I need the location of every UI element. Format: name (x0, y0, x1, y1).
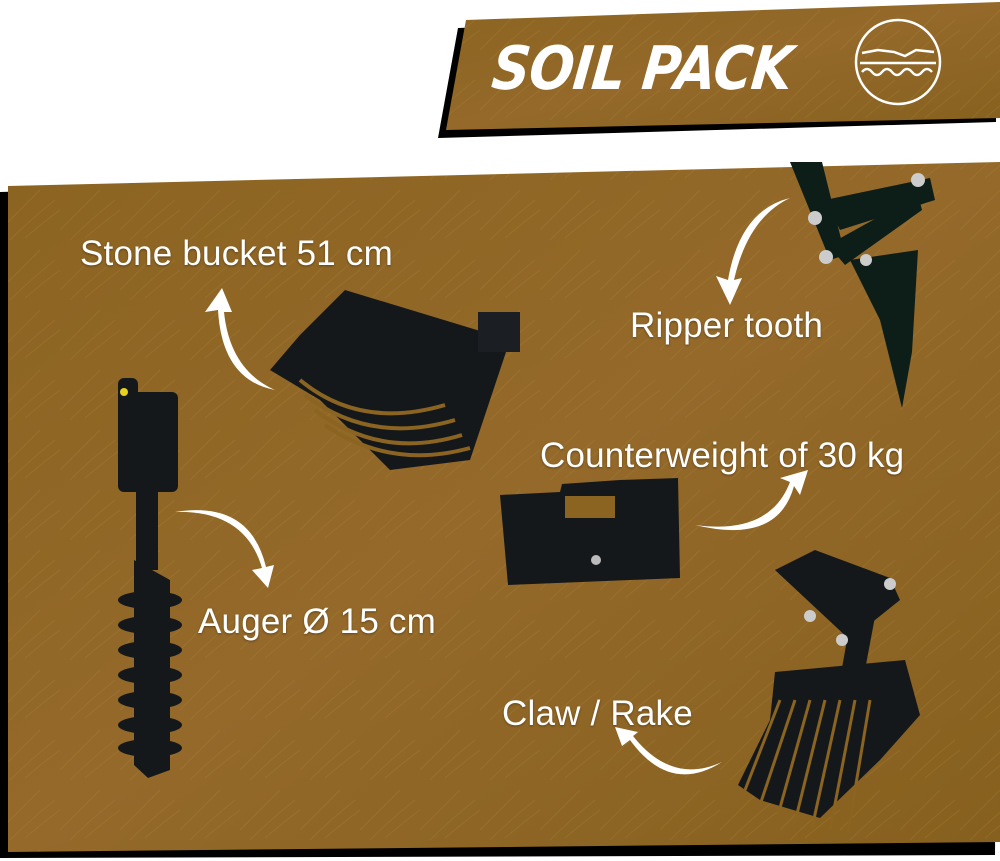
arrow-counterweight (695, 470, 808, 531)
stone-bucket-image (270, 290, 520, 470)
arrow-auger (175, 510, 274, 588)
claw-rake-image (738, 550, 920, 833)
page-title: SOIL PACK (488, 34, 796, 104)
soil-layers-icon (854, 18, 942, 106)
ripper-tooth-image (790, 162, 935, 408)
label-counterweight: Counterweight of 30 kg (540, 436, 905, 475)
label-claw-rake: Claw / Rake (502, 694, 693, 733)
auger-image (118, 378, 182, 778)
label-auger: Auger Ø 15 cm (198, 602, 436, 641)
arrow-stone-bucket (205, 288, 275, 390)
arrows (175, 198, 808, 775)
arrow-claw (615, 727, 722, 775)
label-ripper-tooth: Ripper tooth (630, 306, 824, 345)
counterweight-image (500, 478, 680, 585)
label-stone-bucket: Stone bucket 51 cm (80, 234, 393, 273)
title-banner (438, 2, 1000, 138)
